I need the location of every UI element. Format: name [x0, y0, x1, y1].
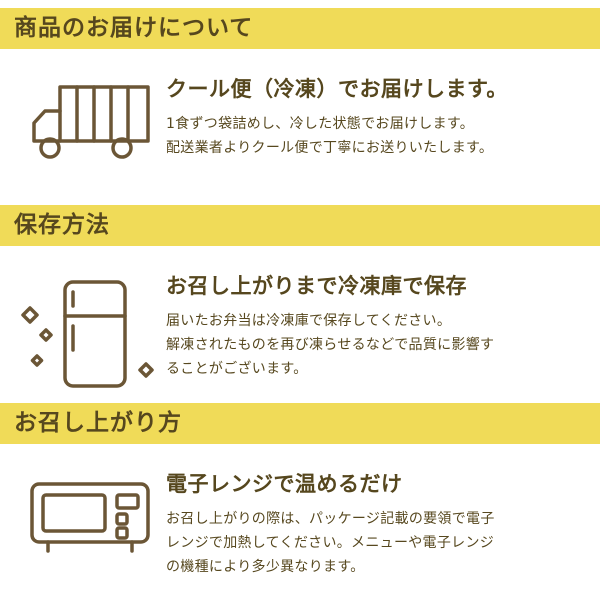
section-delivery-band: 商品のお届けについて	[0, 8, 600, 49]
section-storage-title: お召し上がりまで冷凍庫で保存	[166, 274, 467, 299]
section-heating-content: 電子レンジで温めるだけ お召し上がりの際は、パッケージ記載の要領で電子 レンジで…	[0, 444, 600, 600]
section-delivery-band-title: 商品のお届けについて	[14, 15, 254, 41]
section-storage-body: 届いたお弁当は冷凍庫で保存してください。 解凍されたものを再び凍らせるなどで品質…	[166, 313, 495, 378]
section-heating-title: 電子レンジで温めるだけ	[166, 471, 403, 496]
section-heating-band: お召し上がり方	[0, 402, 600, 444]
section-storage-band: 保存方法	[0, 205, 600, 247]
section-delivery-content: クール便（冷凍）でお届けします。 1食ずつ袋詰めし、冷した状態でお届けします。 …	[0, 49, 600, 205]
section-storage: 保存方法 お召し上がりまで冷凍庫で保存 届いたお弁当は冷凍庫で保存してください。…	[0, 205, 600, 402]
section-storage-content: お召し上がりまで冷凍庫で保存 届いたお弁当は冷凍庫で保存してください。 解凍され…	[0, 246, 600, 402]
section-delivery: 商品のお届けについて クール便（冷凍）でお届けします。 1食ずつ袋詰めし、冷した…	[0, 8, 600, 205]
section-storage-band-title: 保存方法	[14, 212, 110, 239]
section-delivery-title: クール便（冷凍）でお届けします。	[166, 77, 508, 101]
section-heating: お召し上がり方 電子レンジで温めるだけ お召し上がりの際は、パッケージ記載の要領…	[0, 402, 600, 600]
section-heating-text: 電子レンジで温めるだけ お召し上がりの際は、パッケージ記載の要領で電子 レンジで…	[166, 466, 574, 579]
section-storage-text: お召し上がりまで冷凍庫で保存 届いたお弁当は冷凍庫で保存してください。 解凍され…	[166, 268, 574, 381]
section-heating-band-title: お召し上がり方	[14, 409, 182, 436]
section-delivery-text: クール便（冷凍）でお届けします。 1食ずつ袋詰めし、冷した状態でお届けします。 …	[166, 71, 574, 160]
microwave-icon	[14, 466, 166, 560]
section-heating-body: お召し上がりの際は、パッケージ記載の要領で電子 レンジで加熱してください。メニュ…	[166, 510, 495, 575]
truck-icon	[14, 71, 166, 167]
section-delivery-body: 1食ずつ袋詰めし、冷した状態でお届けします。 配送業者よりクール便で丁寧にお送り…	[166, 116, 494, 157]
fridge-icon	[14, 268, 166, 392]
